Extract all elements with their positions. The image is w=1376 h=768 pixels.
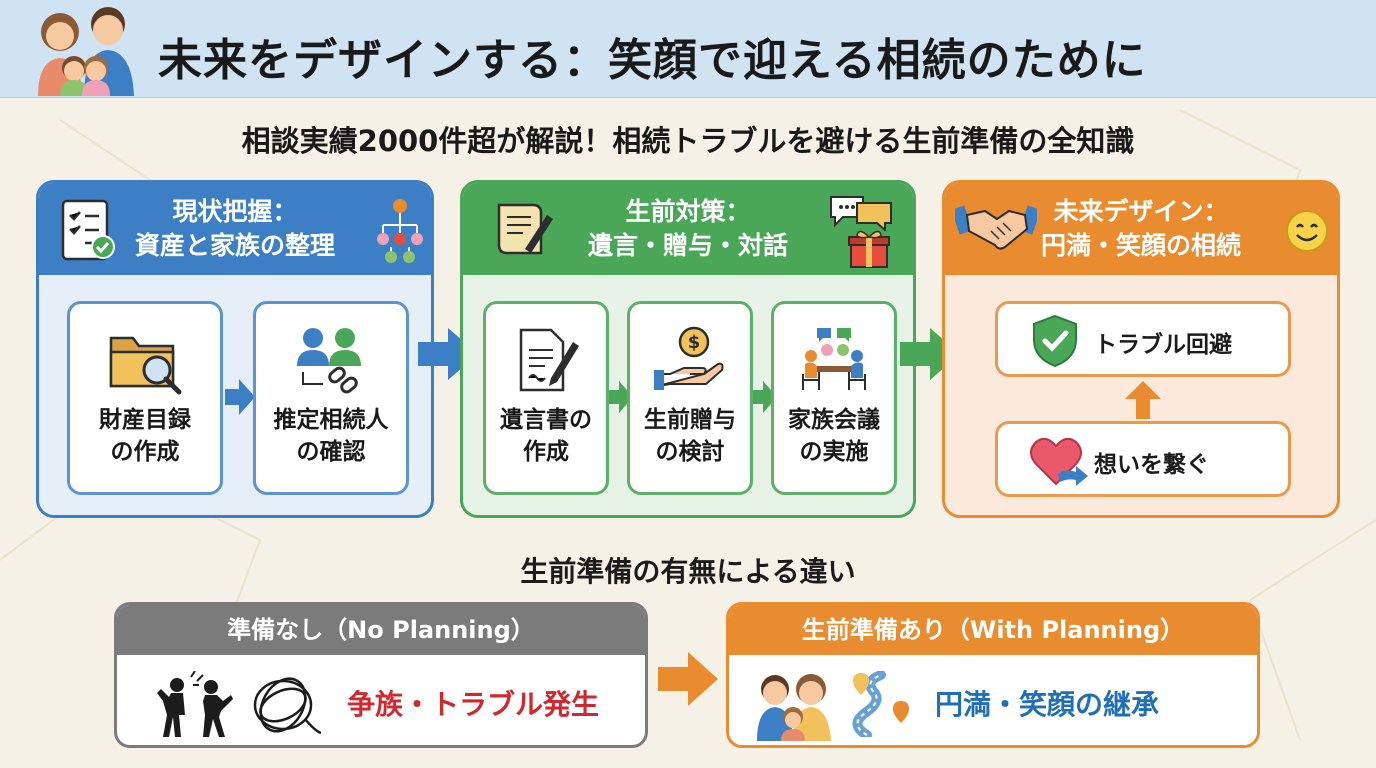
stage-title-line1: 未来デザイン： xyxy=(1053,197,1229,226)
result-trouble-avoidance: トラブル回避 xyxy=(995,301,1291,377)
step-card-asset-inventory: 財産目録 の作成 xyxy=(67,301,223,495)
comparison-without-planning: 準備なし（No Planning） 争族・トラブル発生 xyxy=(114,602,648,748)
step-label-line1: 遺言書の xyxy=(500,407,592,433)
stage-title-line2: 遺言・贈与・対話 xyxy=(587,231,788,260)
stage-title-line1: 現状把握： xyxy=(172,197,298,226)
road-path-icon xyxy=(852,671,909,737)
stage-panel-planning: 生前対策： 遺言・贈与・対話 遺言書の 作成 $ xyxy=(460,180,916,518)
family-icon xyxy=(38,7,134,96)
step-label-line1: 家族会議 xyxy=(788,407,880,433)
document-pen-icon xyxy=(519,328,579,392)
coin-hand-icon: $ xyxy=(654,326,724,390)
shield-check-icon xyxy=(1033,314,1077,368)
comparison-result: 争族・トラブル発生 xyxy=(347,688,600,721)
stage-title-line2: 資産と家族の整理 xyxy=(134,231,335,260)
step-label-line1: 生前贈与 xyxy=(644,407,736,433)
arrow-right-icon xyxy=(225,379,255,415)
stage-title-line2: 円満・笑顔の相続 xyxy=(1040,231,1241,260)
step-label-line2: の作成 xyxy=(110,439,180,465)
step-label-line2: の確認 xyxy=(296,439,366,465)
gift-icon xyxy=(848,230,890,268)
heart-arrow-icon xyxy=(1030,437,1088,486)
step-card-will: 遺言書の 作成 xyxy=(483,301,609,495)
handshake-icon xyxy=(955,205,1037,250)
step-label-line1: 財産目録 xyxy=(99,407,191,433)
family-tree-icon xyxy=(377,199,423,263)
family-icon xyxy=(757,674,831,741)
comparison-header: 生前準備あり（With Planning） xyxy=(729,605,1257,655)
step-label-line2: 作成 xyxy=(523,439,569,465)
page-subtitle: 相談実績2000件超が解説！相続トラブルを避ける生前準備の全知識 xyxy=(241,124,1135,158)
page-title: 未来をデザインする：笑顔で迎える相続のために xyxy=(158,35,1147,86)
stage-title-line1: 生前対策： xyxy=(625,197,751,226)
tangled-icon xyxy=(253,677,321,735)
step-label-line2: の実施 xyxy=(799,439,869,465)
quarrel-icon xyxy=(157,671,233,737)
comparison-title: 生前準備の有無による違い xyxy=(520,555,856,588)
comparison-header: 準備なし（No Planning） xyxy=(117,605,645,655)
stage-panel-assessment: 現状把握： 資産と家族の整理 財産目録 の作成 xyxy=(36,180,434,518)
arrow-right-icon xyxy=(609,381,633,413)
arrow-up-icon xyxy=(1125,381,1161,419)
step-label-line2: の検討 xyxy=(655,439,725,465)
scroll-pen-icon xyxy=(497,203,553,255)
people-link-icon xyxy=(297,328,361,394)
comparison-result: 円満・笑顔の継承 xyxy=(935,688,1160,721)
arrow-right-icon xyxy=(753,381,777,413)
result-label: 想いを繋ぐ xyxy=(1094,452,1209,478)
checklist-icon xyxy=(61,199,115,261)
meeting-icon xyxy=(802,328,866,390)
step-label-line1: 推定相続人 xyxy=(273,407,389,433)
stage-panel-future: 未来デザイン： 円満・笑顔の相続 トラブル回避 想いを繋ぐ xyxy=(942,180,1340,518)
comparison-with-planning: 生前準備あり（With Planning） 円満・笑顔の継承 xyxy=(726,602,1260,748)
result-connect-feelings: 想いを繋ぐ xyxy=(995,421,1291,497)
folder-search-icon xyxy=(109,336,182,395)
arrow-right-icon xyxy=(658,652,718,706)
speech-bubbles-icon xyxy=(830,196,892,231)
smile-icon xyxy=(1286,210,1328,252)
result-label: トラブル回避 xyxy=(1094,332,1232,358)
step-card-heir-confirmation: 推定相続人 の確認 xyxy=(253,301,409,495)
step-card-gift: $ 生前贈与 の検討 xyxy=(627,301,753,495)
svg-text:$: $ xyxy=(688,332,701,353)
header-bar: 未来をデザインする：笑顔で迎える相続のために xyxy=(0,0,1376,98)
step-card-family-meeting: 家族会議 の実施 xyxy=(771,301,897,495)
